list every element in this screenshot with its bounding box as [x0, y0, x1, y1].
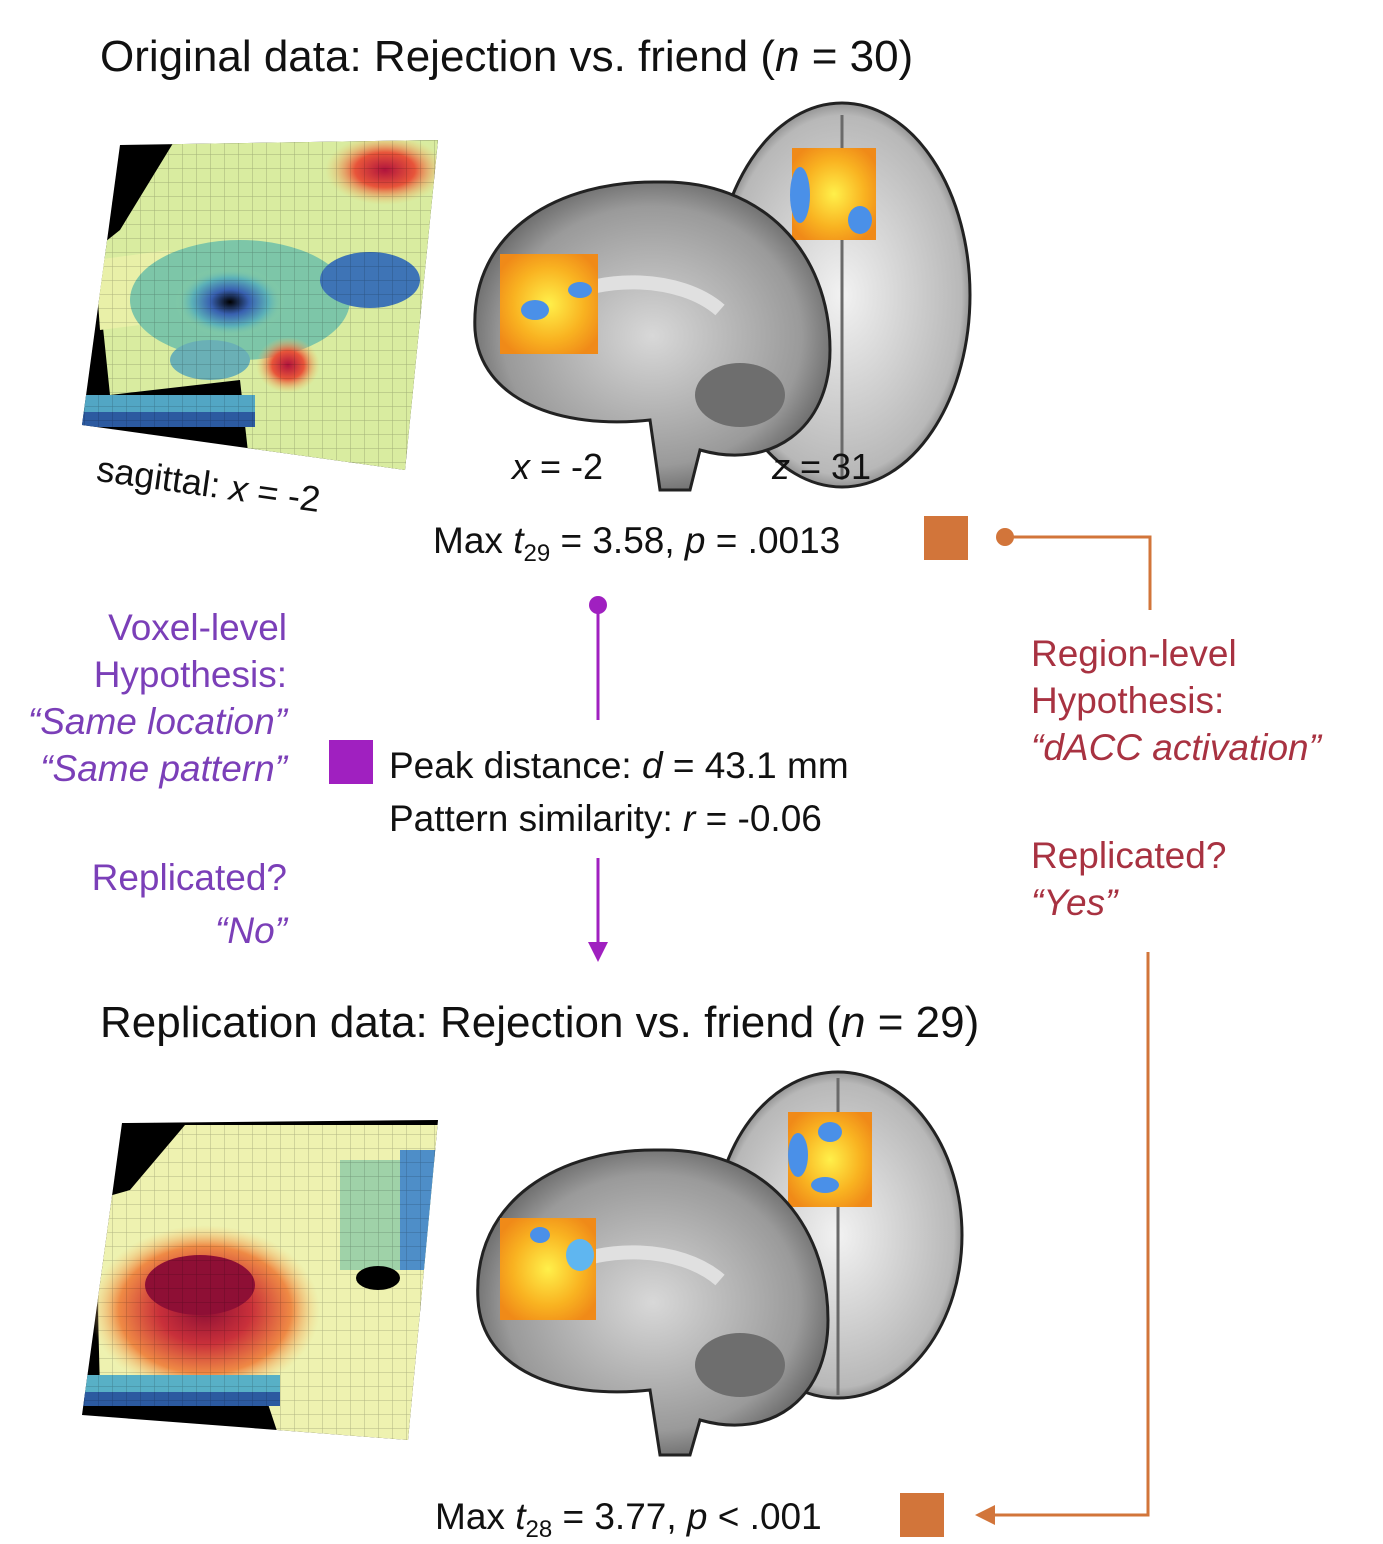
- region-replicated-answer: “Yes”: [1031, 882, 1118, 923]
- voxel-hypothesis-label: Hypothesis:: [93, 654, 287, 695]
- original-title: Original data: Rejection vs. friend (n =…: [100, 32, 914, 81]
- pattern-similarity: Pattern similarity: r = -0.06: [389, 798, 822, 839]
- voxel-hypothesis: Voxel-level Hypothesis: “Same location” …: [28, 604, 287, 792]
- region-hypothesis-label: Hypothesis:: [1031, 680, 1225, 721]
- replication-sagittal-slice: [476, 1148, 830, 1457]
- region-hypothesis-dacc: “dACC activation”: [1031, 727, 1321, 768]
- replication-title: Replication data: Rejection vs. friend (…: [100, 998, 980, 1047]
- peak-distance: Peak distance: d = 43.1 mm: [389, 745, 849, 786]
- region-replicated-question: Replicated?: [1031, 835, 1227, 876]
- original-voxel-heatmap: [82, 140, 438, 470]
- voxel-hypothesis-title: Voxel-level: [108, 607, 287, 648]
- voxel-marker: [329, 740, 373, 784]
- sagittal-x-label: x = -2: [512, 446, 604, 487]
- region-replicated: Replicated? “Yes”: [1031, 832, 1226, 926]
- replication-max-stat: Max t28 = 3.77, p < .001: [435, 1496, 822, 1543]
- replication-voxel-heatmap: [82, 1120, 438, 1440]
- region-hypothesis: Region-level Hypothesis: “dACC activatio…: [1031, 630, 1321, 771]
- voxel-replicated: Replicated? “No”: [92, 854, 287, 954]
- region-hypothesis-title: Region-level: [1031, 633, 1237, 674]
- axial-z-label: z = 31: [772, 446, 872, 487]
- voxel-hypothesis-pattern: “Same pattern”: [40, 748, 287, 789]
- voxel-replicated-answer: “No”: [215, 910, 287, 951]
- voxel-connector: [588, 596, 608, 962]
- original-sagittal-slice: [473, 180, 832, 492]
- voxel-replicated-question: Replicated?: [91, 857, 287, 898]
- original-region-marker: [924, 516, 968, 560]
- voxel-hypothesis-location: “Same location”: [27, 701, 287, 742]
- replication-region-marker: [900, 1493, 944, 1537]
- original-max-stat: Max t29 = 3.58, p = .0013: [433, 520, 841, 567]
- region-connector: [975, 528, 1152, 1525]
